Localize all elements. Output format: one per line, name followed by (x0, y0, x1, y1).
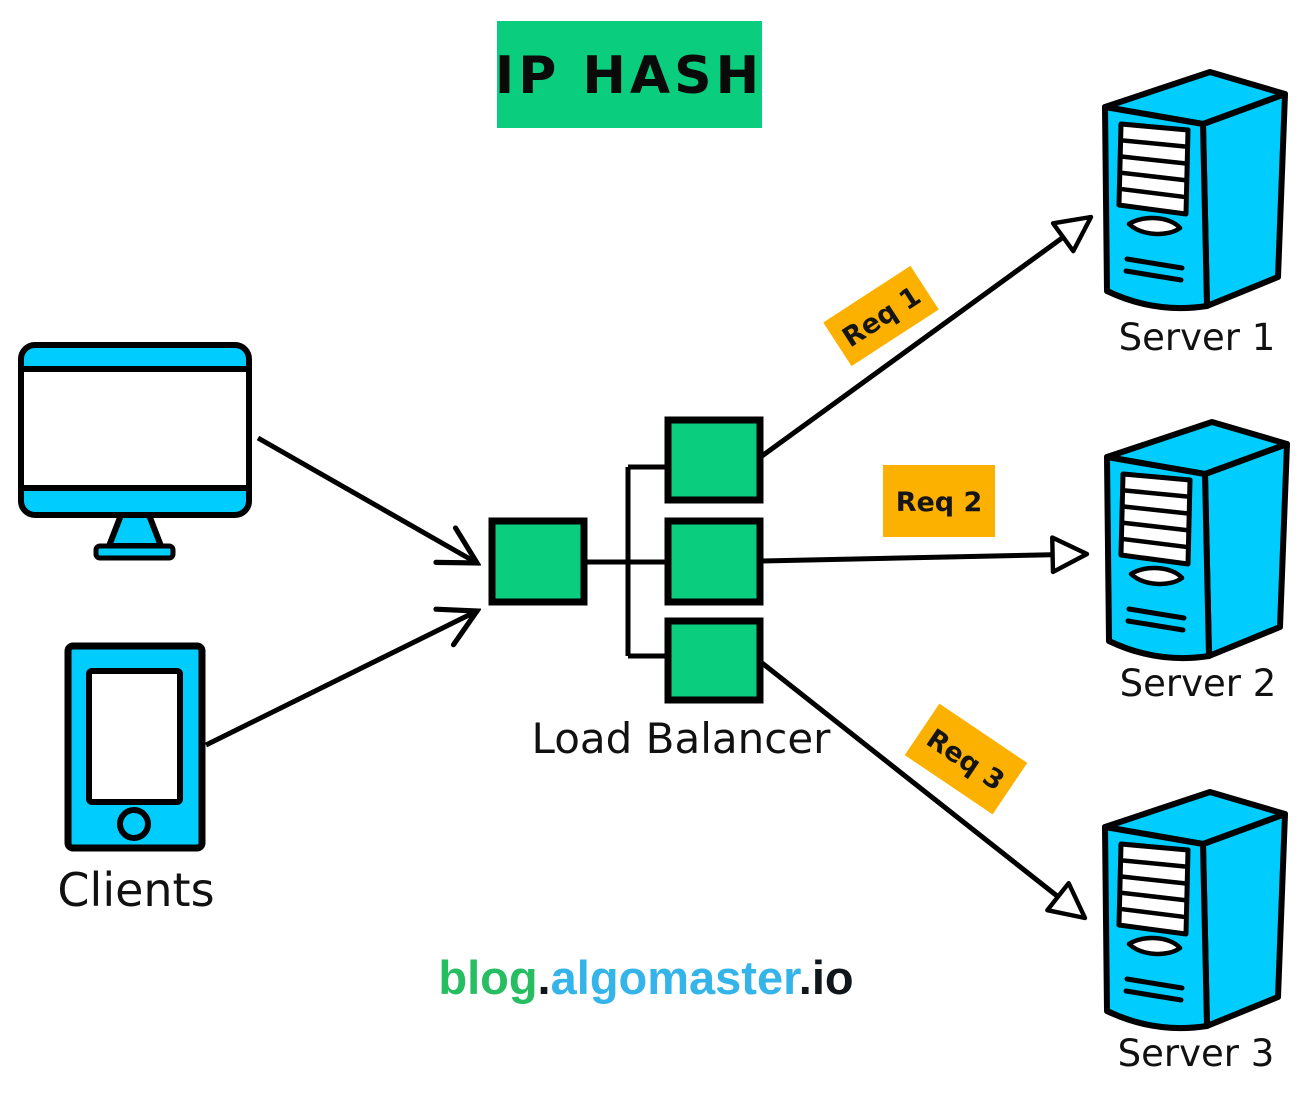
watermark-dot-io: .io (798, 951, 854, 1004)
watermark-algomaster: algomaster (550, 951, 799, 1004)
diagram-title: IP HASH (495, 46, 763, 106)
arrow-phone-to-loadbalancer (204, 611, 477, 748)
load-balancer-label: Load Balancer (532, 714, 832, 763)
lb-input-node (488, 517, 588, 606)
title-banner: IP HASH (495, 21, 763, 128)
server-3-label: Server 3 (1118, 1032, 1275, 1075)
arrow-to-server-3 (760, 661, 1088, 921)
mobile-phone-icon (64, 642, 206, 852)
arrow-to-server-2 (761, 535, 1090, 575)
title-banner-box (497, 21, 762, 128)
server-3: Server 3 (1105, 792, 1285, 1075)
arrow-monitor-to-loadbalancer (256, 435, 477, 563)
req-1-badge: Req 1 (823, 265, 939, 367)
server-2: Server 2 (1107, 422, 1287, 705)
req-2-label: Req 2 (896, 487, 983, 518)
desktop-monitor-icon (18, 342, 252, 561)
req-2-badge: Req 2 (883, 465, 995, 537)
req-3-badge: Req 3 (904, 703, 1028, 815)
server-1-tower-icon (1105, 72, 1285, 308)
clients-label: Clients (57, 863, 214, 917)
server-1-label: Server 1 (1119, 316, 1276, 359)
req-1-box (823, 265, 939, 367)
server-3-tower-icon (1105, 792, 1285, 1028)
lb-node-2 (664, 517, 764, 606)
req-2-box (883, 465, 995, 537)
server-2-tower-icon (1107, 422, 1287, 658)
lb-node-1 (664, 416, 764, 504)
load-balancer: Load Balancer (488, 416, 832, 763)
req-3-box (904, 703, 1028, 815)
client-devices: Clients (18, 342, 252, 917)
server-1: Server 1 (1105, 72, 1285, 359)
arrow-to-server-1 (760, 214, 1094, 459)
lb-node-3 (664, 617, 764, 704)
watermark-dot-1: . (537, 951, 551, 1004)
site-watermark: blog.algomaster.io (438, 950, 853, 1005)
server-2-label: Server 2 (1120, 662, 1277, 705)
watermark-blog: blog (438, 951, 538, 1004)
